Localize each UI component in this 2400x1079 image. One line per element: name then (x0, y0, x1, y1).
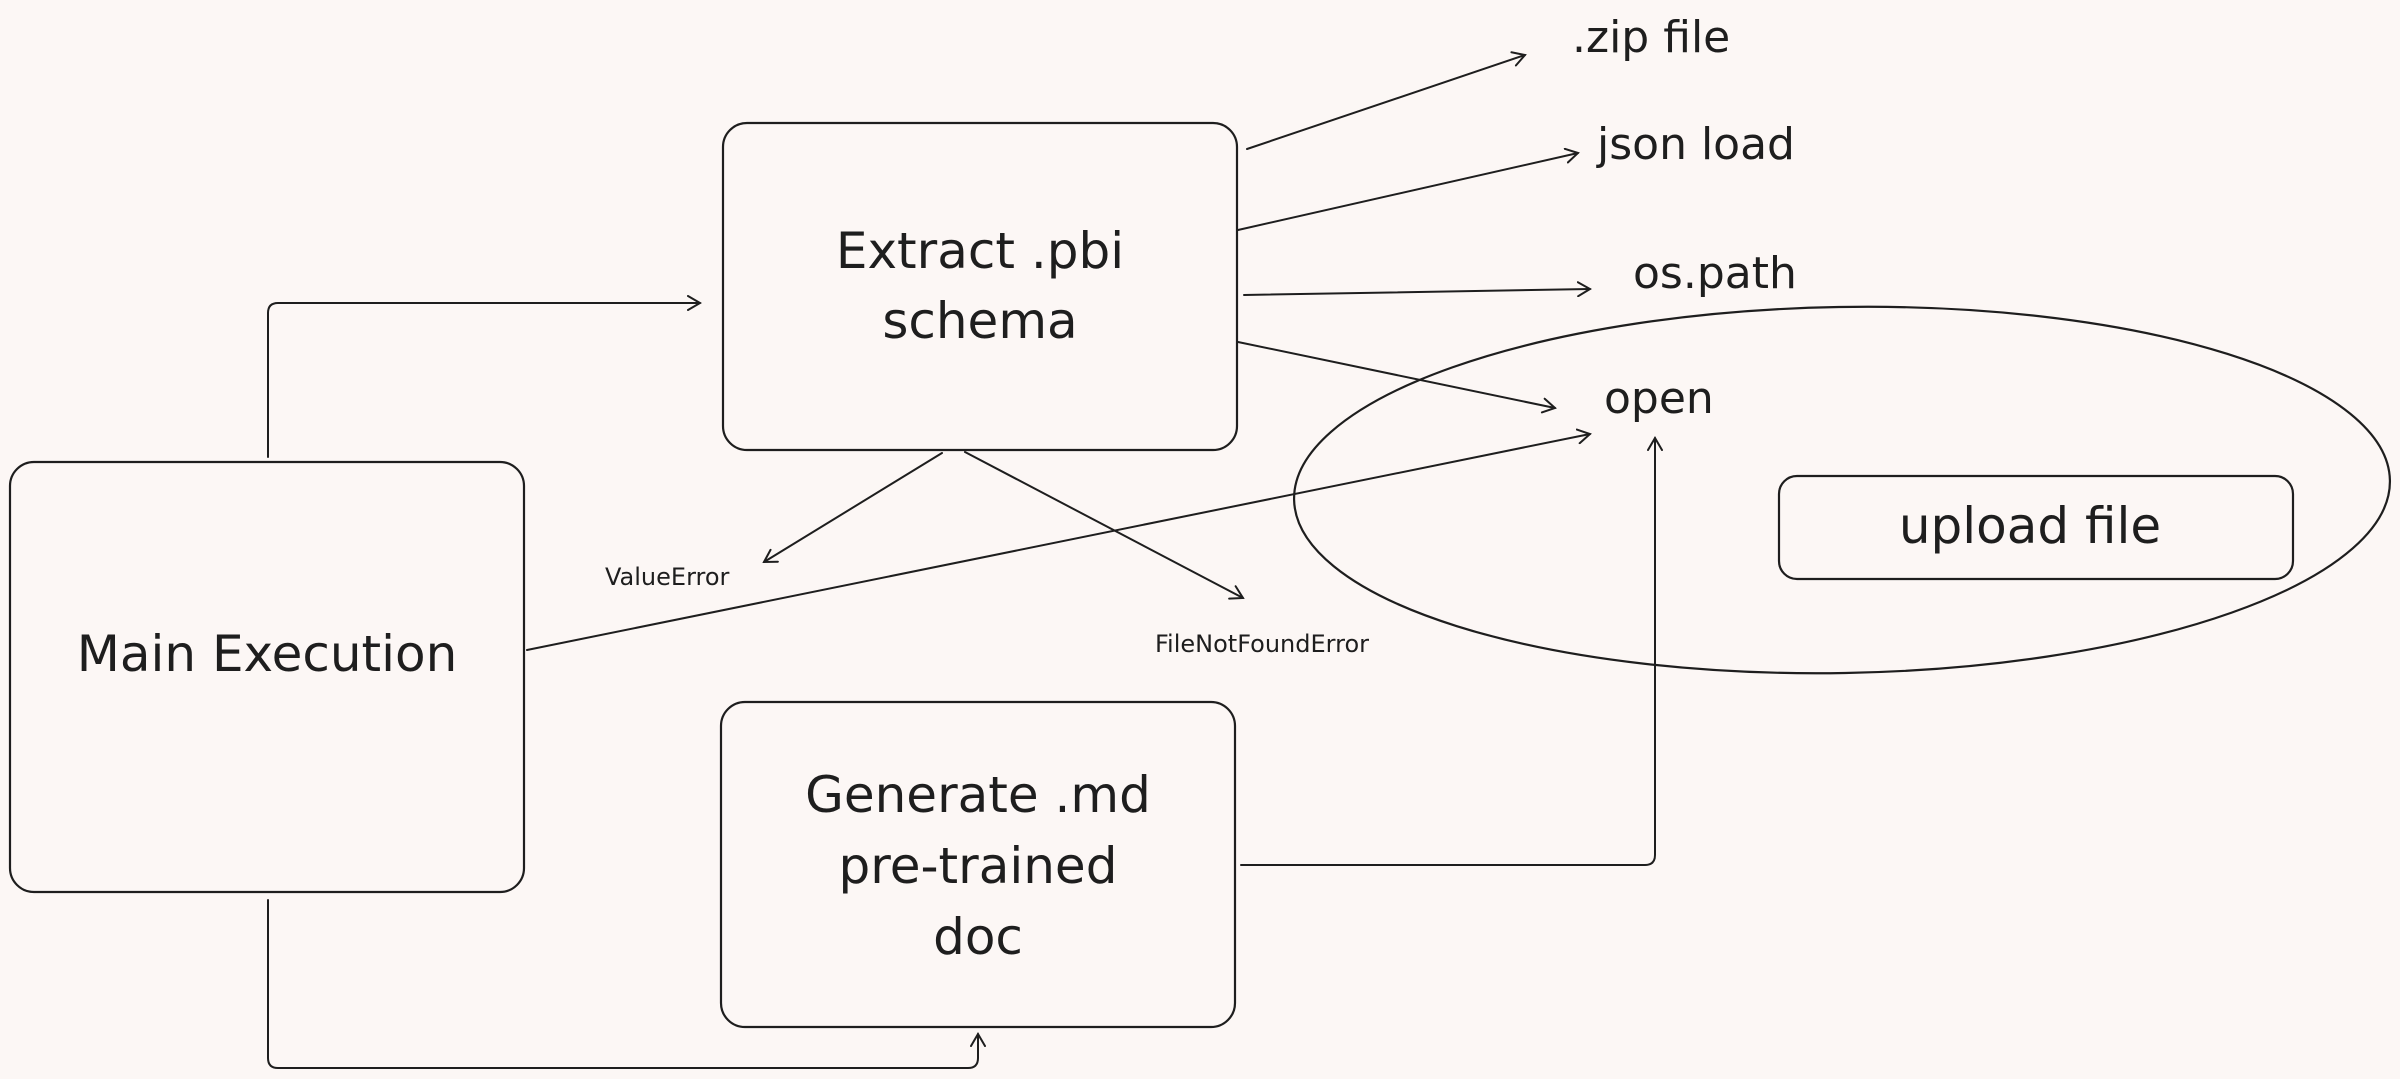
arrow-extract-to-filenotfound (964, 451, 1245, 600)
value-error-label: ValueError (605, 563, 730, 591)
file-not-found-error-label: FileNotFoundError (1155, 630, 1369, 658)
arrow-generate-to-open (1240, 436, 1663, 866)
generate-label-line3: doc (933, 908, 1023, 966)
open-label: open (1604, 373, 1714, 424)
main-execution-box (8, 460, 526, 894)
arrow-main-to-open (526, 428, 1592, 651)
upload-file-label: upload file (1899, 497, 2161, 555)
extract-label-line2: schema (882, 292, 1077, 350)
main-execution-label: Main Execution (77, 625, 458, 683)
generate-doc-box (719, 700, 1237, 1029)
arrow-extract-to-json (1237, 147, 1580, 231)
arrow-extract-to-valueerror (762, 452, 943, 564)
arrow-extract-to-open (1237, 341, 1557, 414)
json-load-label: json load (1596, 119, 1795, 170)
extract-schema-box (721, 121, 1239, 452)
arrow-extract-to-zip (1246, 51, 1527, 150)
upload-file-box (1777, 474, 2295, 581)
zip-file-label: .zip file (1572, 12, 1730, 63)
os-path-label: os.path (1633, 248, 1797, 299)
extract-label-line1: Extract .pbi (836, 222, 1124, 280)
arrow-main-to-extract (267, 295, 702, 458)
arrow-extract-to-ospath (1243, 281, 1592, 298)
open-group-ellipse (1292, 305, 2392, 675)
generate-label-line2: pre-trained (839, 837, 1118, 895)
generate-label-line1: Generate .md (805, 766, 1151, 824)
arrow-main-to-generate (267, 899, 986, 1069)
